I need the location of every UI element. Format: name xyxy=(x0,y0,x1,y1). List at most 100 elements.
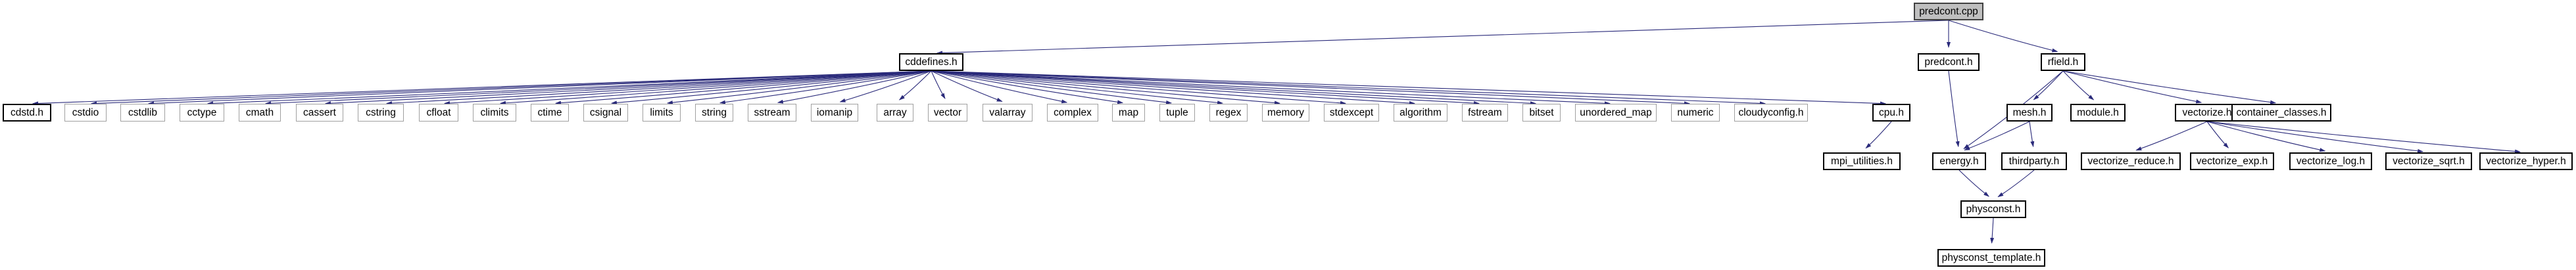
graph-edge-predcont_cpp-to-cddefines_h xyxy=(936,20,1949,55)
graph-edge-cddefines_h-to-cstdlib xyxy=(147,70,932,106)
graph-node-label: climits xyxy=(480,106,509,118)
graph-edge-rfield_h-to-mesh_h xyxy=(2033,70,2064,101)
graph-node-vectorize_h[interactable]: vectorize.h xyxy=(2175,104,2239,122)
graph-node-label: cstdio xyxy=(72,106,99,118)
graph-node-label: vectorize_sqrt.h xyxy=(2393,155,2465,167)
graph-edge-predcont_cpp-to-rfield_h xyxy=(1948,20,2058,53)
graph-node-label: array xyxy=(883,106,907,118)
graph-node-physconst_h[interactable]: physconst.h xyxy=(1960,200,2026,218)
graph-node-module_h[interactable]: module.h xyxy=(2070,104,2126,122)
graph-edge-cddefines_h-to-cloudyconfig_h xyxy=(931,70,1766,106)
graph-node-label: predcont.cpp xyxy=(1919,5,1978,17)
graph-node-label: regex xyxy=(1215,106,1242,118)
graph-node-label: limits xyxy=(650,106,673,118)
graph-node-label: map xyxy=(1118,106,1139,118)
graph-node-cpu_h[interactable]: cpu.h xyxy=(1872,104,1910,122)
graph-node-limits[interactable]: limits xyxy=(643,104,681,122)
graph-node-csignal[interactable]: csignal xyxy=(583,104,628,122)
graph-edge-vectorize_h-to-vectorize_sqrt_h xyxy=(2206,121,2424,153)
graph-node-memory[interactable]: memory xyxy=(1262,104,1309,122)
graph-edge-cddefines_h-to-regex xyxy=(931,70,1224,105)
graph-node-label: mpi_utilities.h xyxy=(1831,155,1893,167)
graph-node-vectorize_reduce_h[interactable]: vectorize_reduce.h xyxy=(2081,152,2181,170)
graph-node-label: stdexcept xyxy=(1329,106,1374,118)
graph-node-label: algorithm xyxy=(1399,106,1442,118)
graph-node-label: module.h xyxy=(2077,106,2119,118)
graph-node-stdexcept[interactable]: stdexcept xyxy=(1324,104,1379,122)
graph-edge-vectorize_h-to-vectorize_exp_h xyxy=(2206,121,2229,148)
graph-node-cdstd_h[interactable]: cdstd.h xyxy=(3,104,51,122)
graph-node-cassert[interactable]: cassert xyxy=(296,104,343,122)
graph-edge-cddefines_h-to-sstream xyxy=(777,70,932,104)
graph-node-algorithm[interactable]: algorithm xyxy=(1394,104,1447,122)
graph-edge-rfield_h-to-module_h xyxy=(2062,70,2095,101)
graph-node-map[interactable]: map xyxy=(1112,104,1145,122)
graph-node-predcont_cpp[interactable]: predcont.cpp xyxy=(1914,3,1983,20)
graph-edge-cddefines_h-to-stdexcept xyxy=(931,70,1347,105)
graph-node-label: vector xyxy=(933,106,962,118)
graph-node-climits[interactable]: climits xyxy=(473,104,516,122)
graph-node-cstdlib[interactable]: cstdlib xyxy=(120,104,165,122)
graph-node-label: vectorize_exp.h xyxy=(2196,155,2268,167)
graph-node-array[interactable]: array xyxy=(877,104,913,122)
graph-edge-cddefines_h-to-cassert xyxy=(324,70,932,106)
graph-edge-cddefines_h-to-fstream xyxy=(931,70,1480,106)
graph-node-vectorize_sqrt_h[interactable]: vectorize_sqrt.h xyxy=(2385,152,2472,170)
graph-node-vectorize_hyper_h[interactable]: vectorize_hyper.h xyxy=(2479,152,2573,170)
graph-node-vectorize_log_h[interactable]: vectorize_log.h xyxy=(2289,152,2372,170)
graph-node-bitset[interactable]: bitset xyxy=(1522,104,1561,122)
graph-node-label: vectorize.h xyxy=(2182,106,2232,118)
graph-node-physconst_template_h[interactable]: physconst_template.h xyxy=(1937,249,2045,267)
graph-node-sstream[interactable]: sstream xyxy=(748,104,796,122)
graph-node-rfield_h[interactable]: rfield.h xyxy=(2041,53,2085,71)
graph-node-cmath[interactable]: cmath xyxy=(239,104,281,122)
graph-node-label: cpu.h xyxy=(1879,106,1904,118)
graph-node-numeric[interactable]: numeric xyxy=(1671,104,1720,122)
graph-node-vector[interactable]: vector xyxy=(928,104,967,122)
graph-edge-cpu_h-to-mpi_utilities_h xyxy=(1865,121,1892,149)
graph-node-energy_h[interactable]: energy.h xyxy=(1932,152,1986,170)
graph-node-label: numeric xyxy=(1677,106,1714,118)
graph-node-valarray[interactable]: valarray xyxy=(983,104,1033,122)
graph-edge-cddefines_h-to-string xyxy=(719,70,932,104)
graph-edge-cddefines_h-to-cmath xyxy=(264,70,932,106)
graph-node-label: cstdlib xyxy=(128,106,157,118)
graph-node-label: energy.h xyxy=(1939,155,1979,167)
graph-edge-cddefines_h-to-map xyxy=(931,70,1124,104)
graph-node-label: cloudyconfig.h xyxy=(1738,106,1804,118)
graph-edge-cddefines_h-to-limits xyxy=(666,70,932,105)
graph-node-tuple[interactable]: tuple xyxy=(1159,104,1195,122)
graph-node-regex[interactable]: regex xyxy=(1209,104,1248,122)
graph-node-fstream[interactable]: fstream xyxy=(1462,104,1508,122)
graph-node-cloudyconfig_h[interactable]: cloudyconfig.h xyxy=(1734,104,1808,122)
graph-node-string[interactable]: string xyxy=(695,104,733,122)
graph-node-cfloat[interactable]: cfloat xyxy=(419,104,458,122)
graph-node-ctime[interactable]: ctime xyxy=(531,104,569,122)
graph-node-label: complex xyxy=(1054,106,1092,118)
graph-node-cstdio[interactable]: cstdio xyxy=(64,104,107,122)
graph-edge-cddefines_h-to-cctype xyxy=(207,70,932,106)
graph-node-cctype[interactable]: cctype xyxy=(180,104,224,122)
graph-node-predcont_h[interactable]: predcont.h xyxy=(1918,53,1980,71)
graph-node-label: cctype xyxy=(187,106,217,118)
graph-node-container_classes_h[interactable]: container_classes.h xyxy=(2231,104,2331,122)
graph-node-label: iomanip xyxy=(816,106,853,118)
graph-node-mpi_utilities_h[interactable]: mpi_utilities.h xyxy=(1823,152,1901,170)
graph-node-label: tuple xyxy=(1166,106,1188,118)
graph-node-cstring[interactable]: cstring xyxy=(358,104,404,122)
graph-node-thirdparty_h[interactable]: thirdparty.h xyxy=(2001,152,2067,170)
graph-edge-cddefines_h-to-cdstd_h xyxy=(32,70,932,106)
graph-node-unordered_map[interactable]: unordered_map xyxy=(1575,104,1657,122)
graph-edge-thirdparty_h-to-physconst_h xyxy=(1997,169,2035,198)
graph-node-iomanip[interactable]: iomanip xyxy=(811,104,858,122)
graph-node-label: memory xyxy=(1267,106,1304,118)
graph-node-cddefines_h[interactable]: cddefines.h xyxy=(899,53,963,71)
graph-node-label: thirdparty.h xyxy=(2008,155,2060,167)
graph-node-complex[interactable]: complex xyxy=(1047,104,1098,122)
graph-node-vectorize_exp_h[interactable]: vectorize_exp.h xyxy=(2190,152,2274,170)
graph-node-mesh_h[interactable]: mesh.h xyxy=(2006,104,2053,122)
graph-edge-vectorize_h-to-vectorize_hyper_h xyxy=(2206,121,2521,154)
graph-edge-cddefines_h-to-cfloat xyxy=(443,70,932,105)
graph-edge-cddefines_h-to-cstdio xyxy=(90,70,932,106)
